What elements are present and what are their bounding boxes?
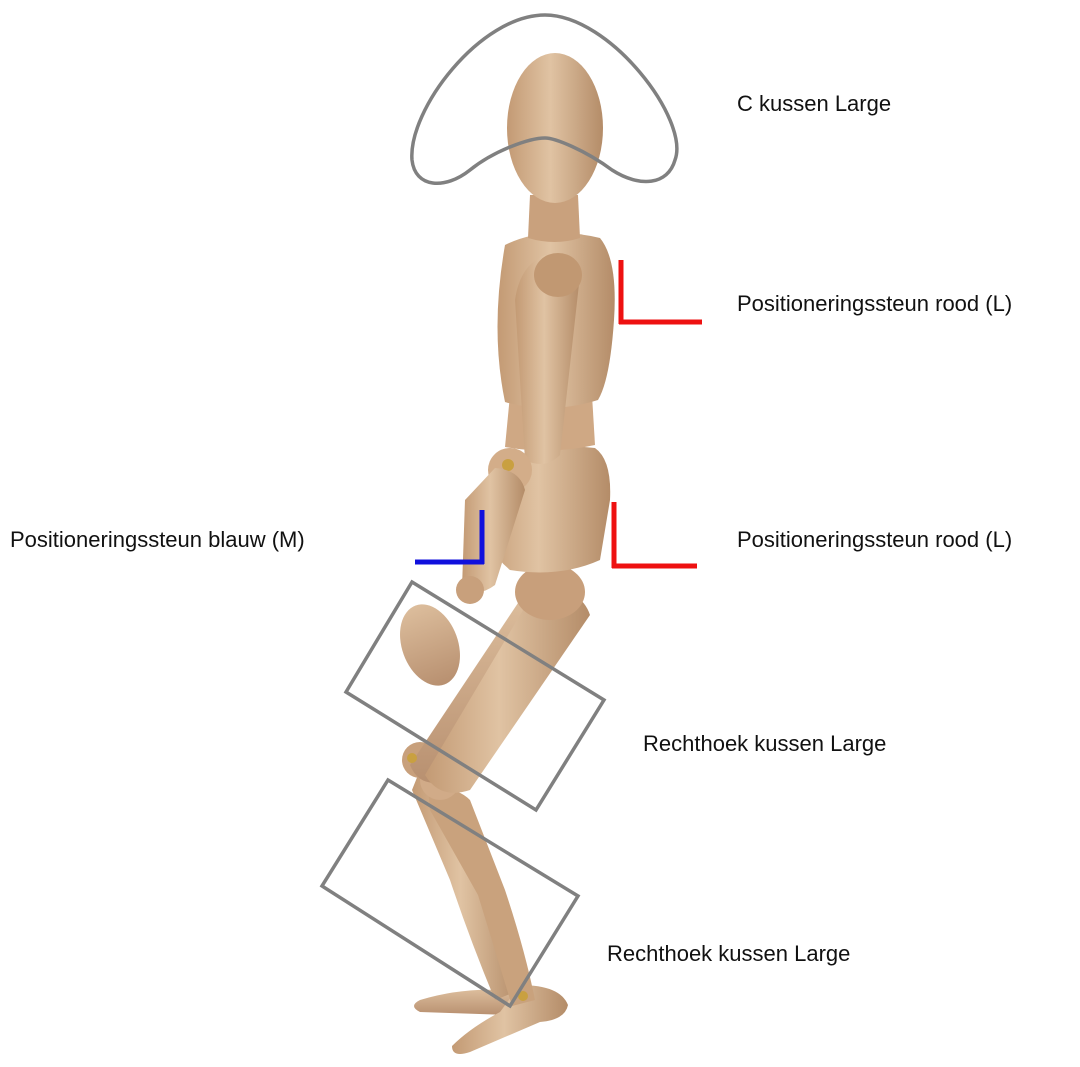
head bbox=[507, 53, 603, 203]
hip-joint bbox=[515, 564, 585, 620]
red-support-marker-lower bbox=[612, 502, 697, 568]
label-support-blue: Positioneringssteun blauw (M) bbox=[10, 529, 305, 551]
knee-screw bbox=[407, 753, 417, 763]
shoulder-joint bbox=[534, 253, 582, 297]
elbow-screw bbox=[502, 459, 514, 471]
label-rect-cushion-lower: Rechthoek kussen Large bbox=[607, 943, 850, 965]
right-lower-leg bbox=[428, 789, 535, 1006]
label-support-red-upper: Positioneringssteun rood (L) bbox=[737, 293, 1012, 315]
red-support-marker-upper bbox=[619, 260, 702, 324]
label-rect-cushion-upper: Rechthoek kussen Large bbox=[643, 733, 886, 755]
wrist-joint bbox=[456, 576, 484, 604]
label-support-red-lower: Positioneringssteun rood (L) bbox=[737, 529, 1012, 551]
label-c-cushion: C kussen Large bbox=[737, 93, 891, 115]
wooden-mannequin-figure bbox=[389, 53, 614, 1054]
